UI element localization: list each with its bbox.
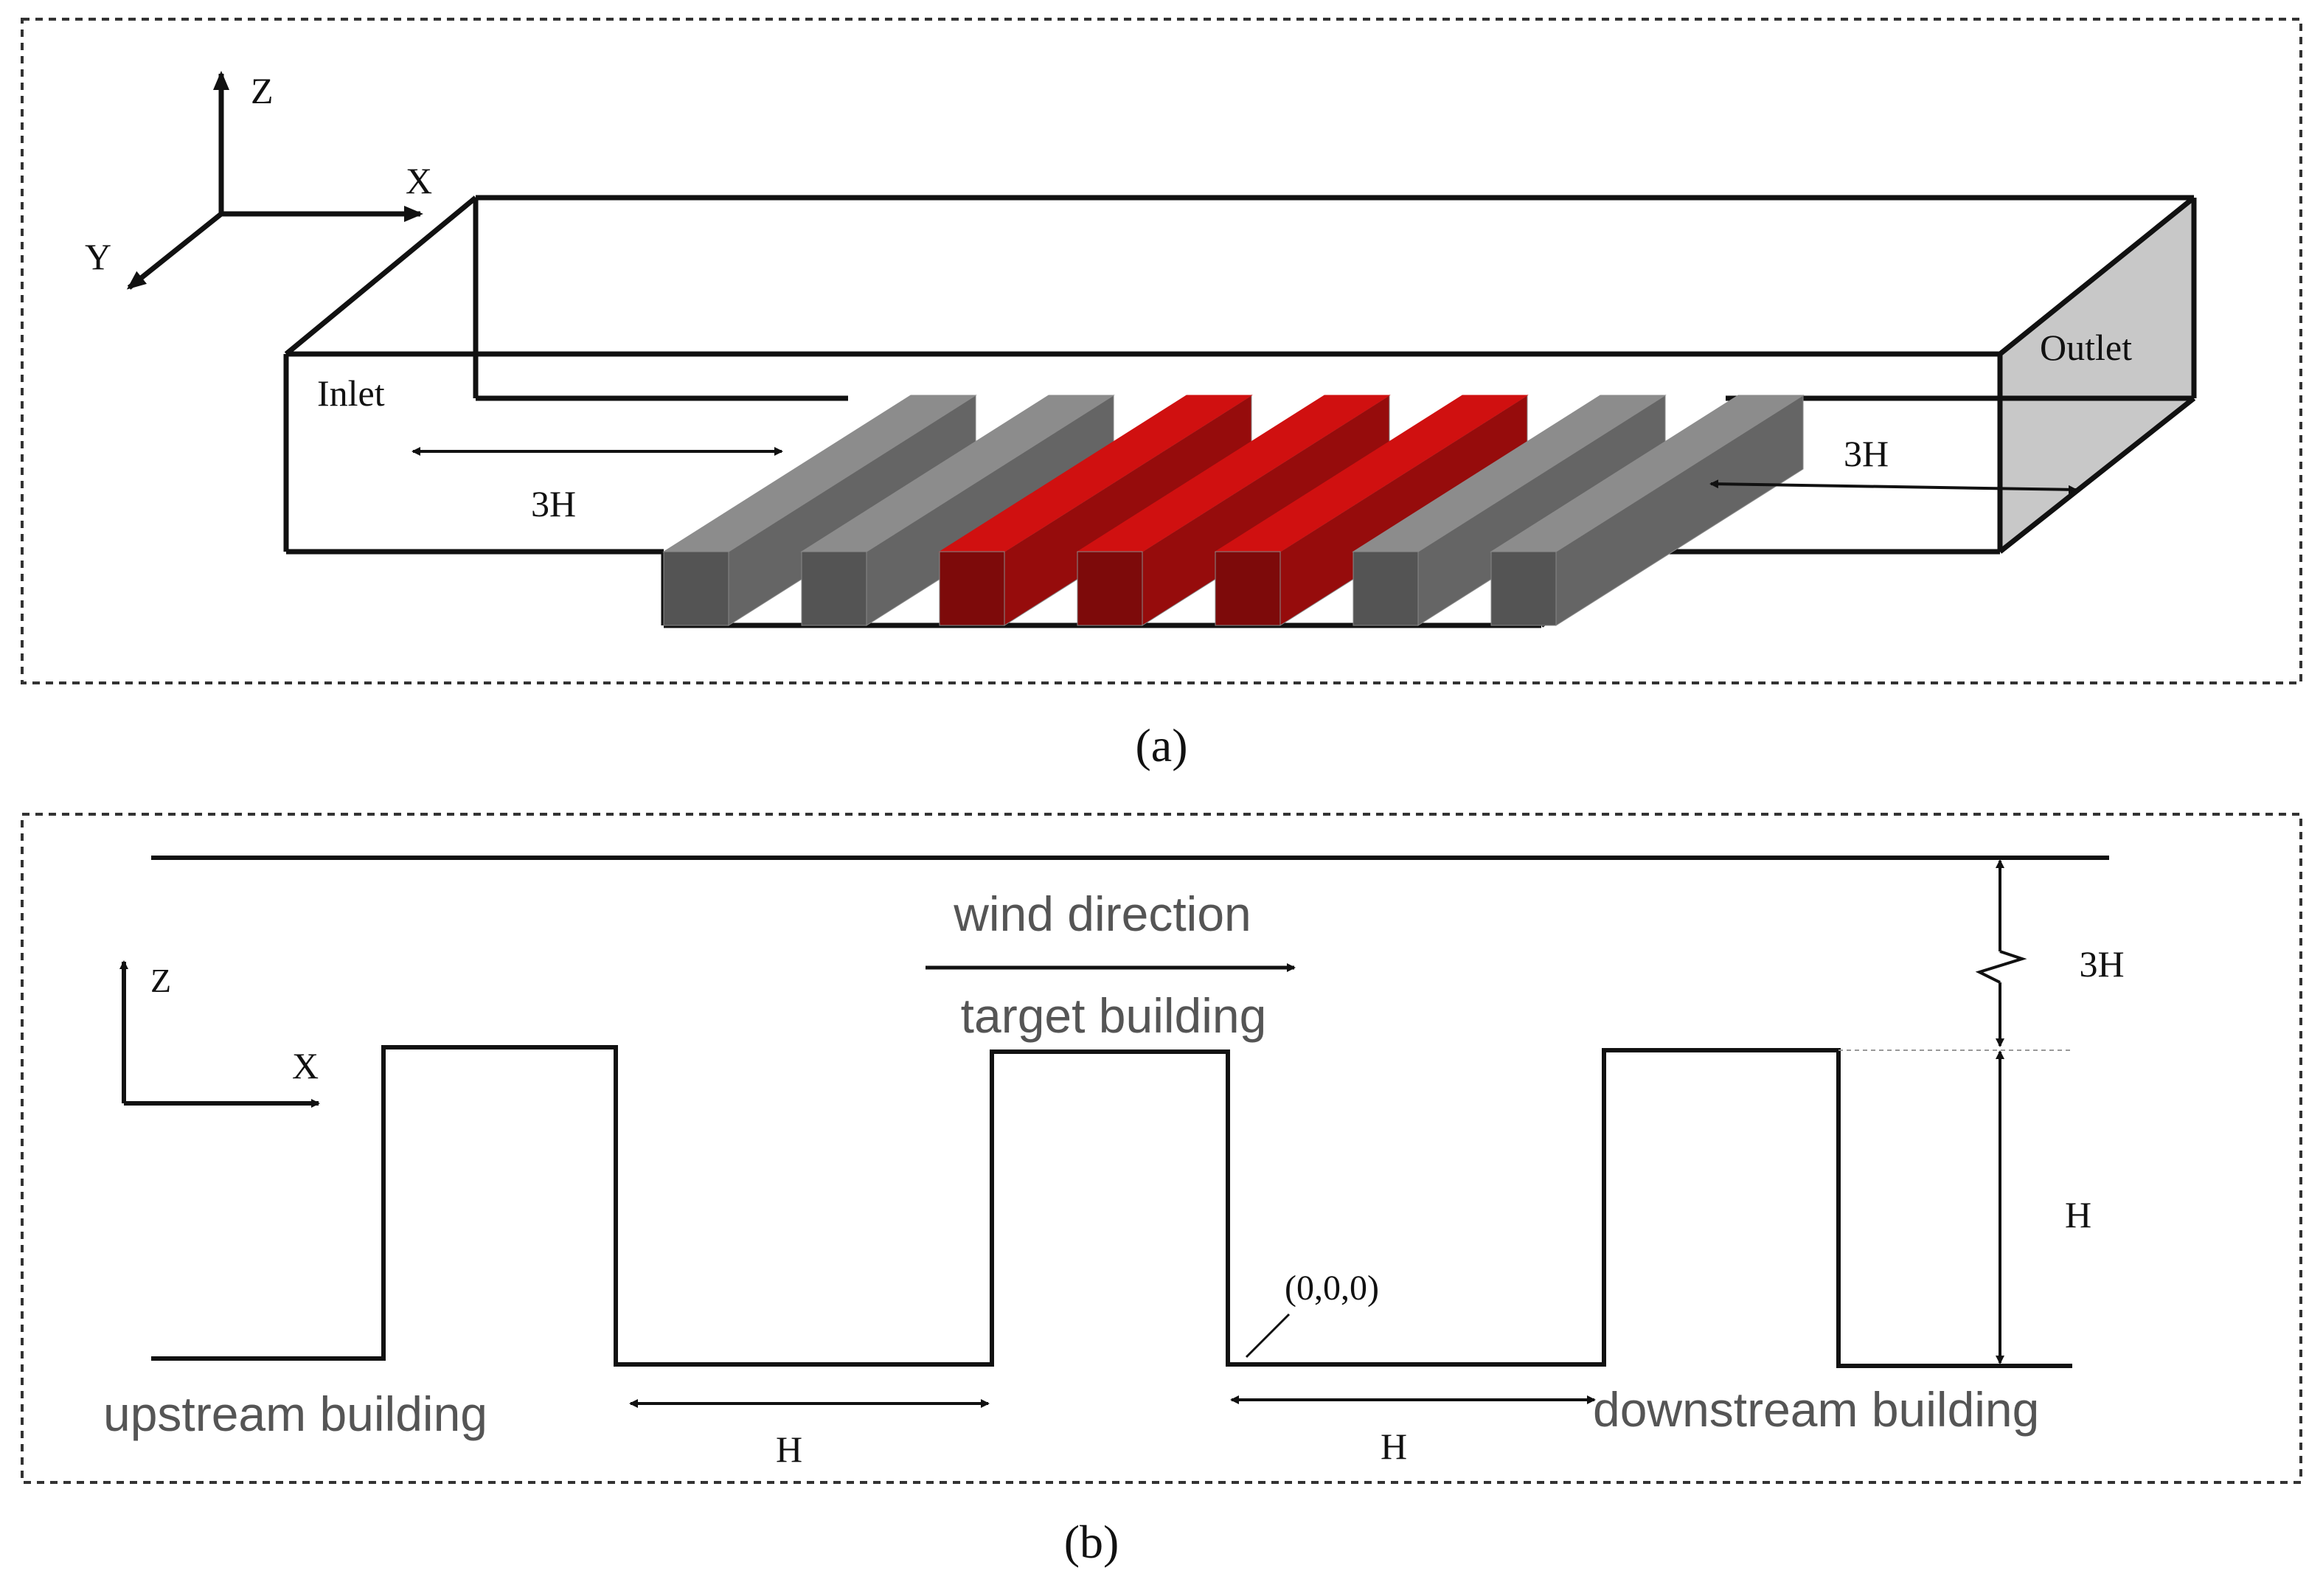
- panel-b: Z X wind direction target building (0,0,…: [21, 813, 2302, 1484]
- downstream-distance-label: 3H: [1844, 433, 1889, 474]
- axis-triad-a: [126, 71, 423, 290]
- upstream-gap-label: H: [776, 1429, 802, 1470]
- panel-a-caption: (a): [1135, 719, 1187, 771]
- downstream-gap-label: H: [1381, 1426, 1407, 1467]
- target-building-front-face: [1215, 551, 1281, 626]
- building-profile: [151, 1045, 2072, 1368]
- top-gap-label: 3H: [2079, 943, 2124, 985]
- upstream-building-front-face: [663, 551, 729, 626]
- building-height-label: H: [2065, 1194, 2091, 1235]
- x-axis-label-a: X: [406, 160, 432, 201]
- panel-a: Z X Y Inlet: [21, 18, 2302, 684]
- street-canyon-buildings: [662, 395, 1805, 626]
- z-axis-label-b: Z: [150, 962, 171, 999]
- wind-direction-label: wind direction: [953, 887, 1251, 941]
- upstream-building-front-face: [801, 551, 867, 626]
- upstream-building-label: upstream building: [103, 1387, 487, 1441]
- x-axis-label-b: X: [292, 1045, 319, 1086]
- downstream-building-label: downstream building: [1593, 1382, 2039, 1437]
- target-building-front-face: [939, 551, 1005, 626]
- downstream-building-front-face: [1490, 551, 1557, 626]
- break-symbol: [1975, 950, 2027, 984]
- outlet-face: [2000, 198, 2194, 552]
- panel-b-caption: (b): [1064, 1516, 1119, 1568]
- target-building-label: target building: [961, 988, 1267, 1043]
- z-axis-label-a: Z: [251, 70, 274, 111]
- downstream-building-front-face: [1353, 551, 1419, 626]
- y-axis-label-a: Y: [85, 236, 111, 277]
- upstream-distance-label: 3H: [531, 483, 576, 524]
- outlet-label: Outlet: [2040, 327, 2132, 368]
- downstream-distance-arrow: [1709, 479, 2077, 494]
- origin-leader-line: [1245, 1313, 1291, 1359]
- panel-a-frame: [21, 18, 2302, 684]
- origin-label: (0,0,0): [1285, 1269, 1379, 1308]
- axis-triad-b: [119, 960, 320, 1108]
- y-axis-arrow: [126, 212, 223, 290]
- target-building-front-face: [1077, 551, 1143, 626]
- inlet-label: Inlet: [317, 372, 385, 414]
